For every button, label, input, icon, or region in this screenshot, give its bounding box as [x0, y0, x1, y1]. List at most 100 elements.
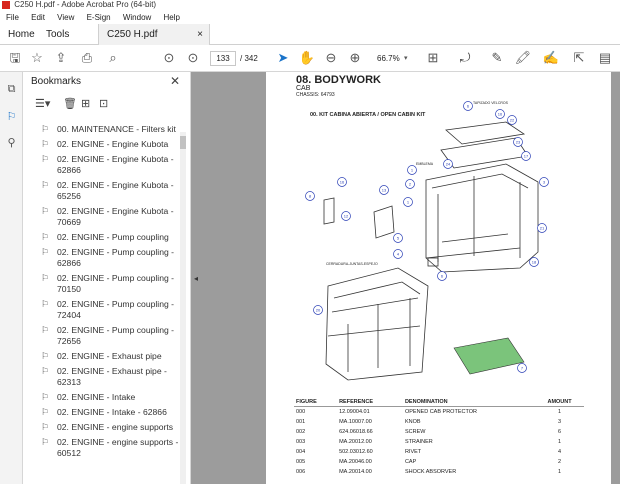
collapse-panel-icon[interactable]: ◂: [194, 274, 199, 283]
acrobat-app-icon: [2, 1, 10, 9]
bookmarks-icon[interactable]: ⚐: [6, 111, 17, 123]
bookmark-icon: ⚐: [41, 422, 50, 432]
bookmark-item[interactable]: ⚐02. ENGINE - engine supports - 60512: [37, 437, 187, 459]
bookmark-icon: ⚐: [41, 232, 50, 242]
window-title: C250 H.pdf - Adobe Acrobat Pro (64-bit): [14, 0, 157, 9]
section-title: 08. BODYWORK: [296, 74, 381, 86]
tag-bookmark-icon[interactable]: ⊡: [99, 98, 109, 110]
menu-window[interactable]: Window: [122, 13, 152, 22]
cell-amount: 4: [558, 448, 562, 455]
cell-denomination: CAP: [404, 458, 417, 465]
select-cursor-icon[interactable]: ➤: [277, 50, 289, 65]
tab-tools[interactable]: Tools: [46, 29, 70, 40]
bookmark-item[interactable]: ⚐02. ENGINE - Engine Kubota: [37, 139, 187, 150]
bookmark-item[interactable]: ⚐00. MAINTENANCE - Filters kit: [37, 124, 187, 135]
menu-esign[interactable]: E-Sign: [86, 13, 111, 22]
comment-icon[interactable]: ✎: [491, 50, 503, 65]
bookmark-label: 02. ENGINE - Pump coupling - 70150: [57, 273, 175, 294]
bookmark-item[interactable]: ⚐02. ENGINE - Pump coupling - 62866: [37, 247, 187, 269]
bookmark-icon: ⚐: [41, 299, 50, 309]
rotate-icon[interactable]: ⤾: [459, 50, 471, 65]
bookmark-item[interactable]: ⚐02. ENGINE - Exhaust pipe: [37, 351, 187, 362]
close-panel-icon[interactable]: ✕: [169, 74, 180, 88]
hand-tool-icon[interactable]: ✋: [298, 50, 316, 65]
bookmark-icon: ⚐: [41, 180, 50, 190]
bookmark-icon: ⚐: [41, 351, 50, 361]
bookmark-icon: ⚐: [41, 139, 50, 149]
cell-amount: 1: [558, 438, 562, 445]
svg-text:24: 24: [446, 162, 451, 167]
zoom-level-dropdown[interactable]: 66.7%: [377, 54, 400, 63]
bookmark-item[interactable]: ⚐02. ENGINE - Pump coupling - 72656: [37, 325, 187, 347]
share-icon[interactable]: ⇱: [573, 50, 585, 65]
svg-text:16: 16: [340, 180, 345, 185]
delete-bookmark-icon[interactable]: 🗑: [63, 98, 77, 110]
attachments-icon[interactable]: ⚲: [7, 137, 16, 149]
chassis-number: CHASSIS: 64793: [296, 92, 335, 98]
new-bookmark-icon[interactable]: ⊞: [81, 98, 91, 110]
bookmark-item[interactable]: ⚐02. ENGINE - engine supports: [37, 422, 187, 433]
cell-denomination: KNOB: [404, 418, 421, 425]
bookmark-item[interactable]: ⚐02. ENGINE - Engine Kubota - 70669: [37, 206, 187, 228]
menu-view[interactable]: View: [57, 13, 75, 22]
bookmark-icon: ⚐: [41, 247, 50, 257]
window-title-bar: C250 H.pdf - Adobe Acrobat Pro (64-bit): [0, 0, 620, 10]
cell-reference: 502.03012.60: [339, 448, 373, 455]
page-number-input[interactable]: 133: [210, 51, 236, 66]
bookmarks-scrollbar[interactable]: [180, 132, 186, 484]
tab-home[interactable]: Home: [8, 29, 35, 40]
next-page-icon[interactable]: ⊙: [187, 50, 199, 65]
cell-figure: 006: [296, 468, 306, 475]
bookmark-item[interactable]: ⚐02. ENGINE - Engine Kubota - 65256: [37, 180, 187, 202]
bookmark-item[interactable]: ⚐02. ENGINE - Intake - 62866: [37, 407, 187, 418]
close-tab-icon[interactable]: ×: [197, 29, 203, 40]
bookmark-item[interactable]: ⚐02. ENGINE - Engine Kubota - 62866: [37, 154, 187, 176]
bookmark-item[interactable]: ⚐02. ENGINE - Pump coupling: [37, 232, 187, 243]
bookmarks-panel: Bookmarks ✕ ☰▾ 🗑 ⊞ ⊡ ⚐00. MAINTENANCE - …: [23, 72, 191, 484]
bookmarks-toolbar: ☰▾ 🗑 ⊞ ⊡: [29, 97, 179, 115]
search-icon[interactable]: ⌕: [109, 50, 117, 65]
bookmark-label: 00. MAINTENANCE - Filters kit: [57, 124, 176, 134]
options-menu-icon[interactable]: ☰▾: [35, 98, 51, 110]
upload-cloud-icon[interactable]: ⇪: [55, 50, 67, 65]
page-display-icon[interactable]: ⊞: [427, 50, 439, 65]
menu-help[interactable]: Help: [163, 13, 180, 22]
bookmark-item[interactable]: ⚐02. ENGINE - Exhaust pipe - 62313: [37, 366, 187, 388]
export-pdf-icon[interactable]: ▤: [598, 50, 612, 65]
zoom-out-icon[interactable]: ⊖: [325, 50, 337, 65]
menu-edit[interactable]: Edit: [31, 13, 45, 22]
bookmark-item[interactable]: ⚐ 02. ENGINE - Pump coupling - 72404: [37, 299, 187, 321]
page-thumbnails-icon[interactable]: ⧉: [7, 83, 16, 95]
tab-document-label: C250 H.pdf: [107, 29, 158, 40]
bookmark-label: 02. ENGINE - Exhaust pipe - 62313: [57, 366, 167, 387]
menu-file[interactable]: File: [6, 13, 19, 22]
svg-text:6: 6: [467, 104, 470, 109]
cell-reference: MA.20012.00: [339, 438, 372, 445]
print-icon[interactable]: ⎙: [81, 50, 93, 65]
cell-figure: 001: [296, 418, 306, 425]
bookmark-star-icon[interactable]: ☆: [31, 50, 43, 65]
cell-figure: 003: [296, 438, 306, 445]
svg-text:5: 5: [397, 236, 400, 241]
bookmark-label: 02. ENGINE - Pump coupling - 72404: [57, 299, 175, 320]
bookmark-item[interactable]: ⚐02. ENGINE - Intake: [37, 392, 187, 403]
tab-document[interactable]: C250 H.pdf ×: [98, 24, 210, 45]
sign-icon[interactable]: ✍: [542, 50, 560, 65]
bookmark-icon: ⚐: [41, 392, 50, 402]
bookmark-icon: ⚐: [41, 325, 50, 335]
svg-text:12: 12: [344, 214, 349, 219]
bookmark-item[interactable]: ⚐02. ENGINE - Pump coupling - 70150: [37, 273, 187, 295]
chevron-down-icon[interactable]: ▾: [404, 55, 408, 62]
zoom-in-icon[interactable]: ⊕: [349, 50, 361, 65]
scrollbar-thumb[interactable]: [180, 136, 186, 149]
bookmark-list: ⚐00. MAINTENANCE - Filters kit ⚐02. ENGI…: [37, 124, 187, 463]
section-subtitle: CAB: [296, 85, 311, 92]
highlight-icon[interactable]: 🖍: [514, 50, 532, 65]
svg-text:4: 4: [397, 252, 400, 257]
save-icon[interactable]: 🖫: [9, 50, 21, 65]
previous-page-icon[interactable]: ⊙: [163, 50, 175, 65]
